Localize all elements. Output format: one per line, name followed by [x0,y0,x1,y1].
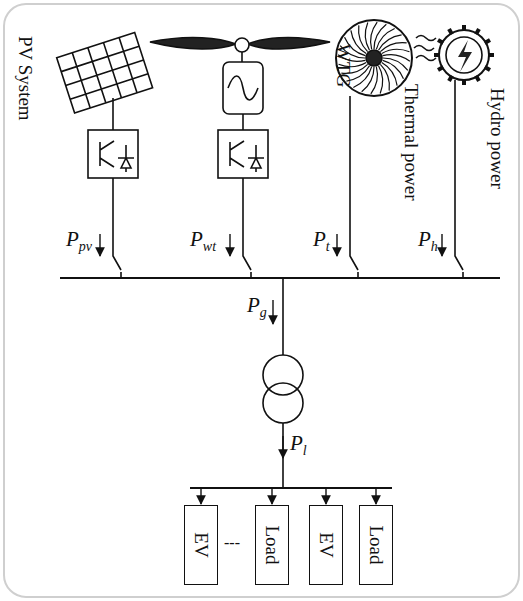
power-symbol: Pl [290,432,307,462]
ellipsis: --- [224,532,240,554]
ev-box: EV [309,505,343,585]
load-bus [190,487,392,489]
source-name: PV System [14,36,36,121]
source-name: Hydro power [486,88,508,189]
bus [60,277,500,279]
wind-turbine [150,38,330,130]
box-label: Load [365,525,387,564]
source-name: Thermal power [400,84,422,201]
frame [4,4,519,597]
power-symbol: Pwt [190,228,216,258]
source-name: WTG [332,44,354,87]
ev-box: EV [184,505,218,585]
power-symbol: Ph [418,228,438,258]
load-box: Load [359,505,393,585]
feeder [282,423,284,488]
power-symbol: Pg [247,294,267,324]
hydro-gear [414,25,494,85]
box-label: EV [190,532,212,557]
drops [201,488,376,504]
box-label: EV [315,532,337,557]
switches [113,80,463,278]
power-symbol: Pt [313,228,330,258]
pv-wire [112,98,114,130]
feeder [282,278,284,355]
load-box: Load [255,505,289,585]
pv-converter [88,130,138,178]
transformer [263,355,303,423]
power-symbol: Ppv [66,228,92,258]
pv-panel [57,32,153,113]
box-label: Load [261,525,283,564]
wtg-converter [218,130,268,178]
power-arrows [100,234,442,458]
